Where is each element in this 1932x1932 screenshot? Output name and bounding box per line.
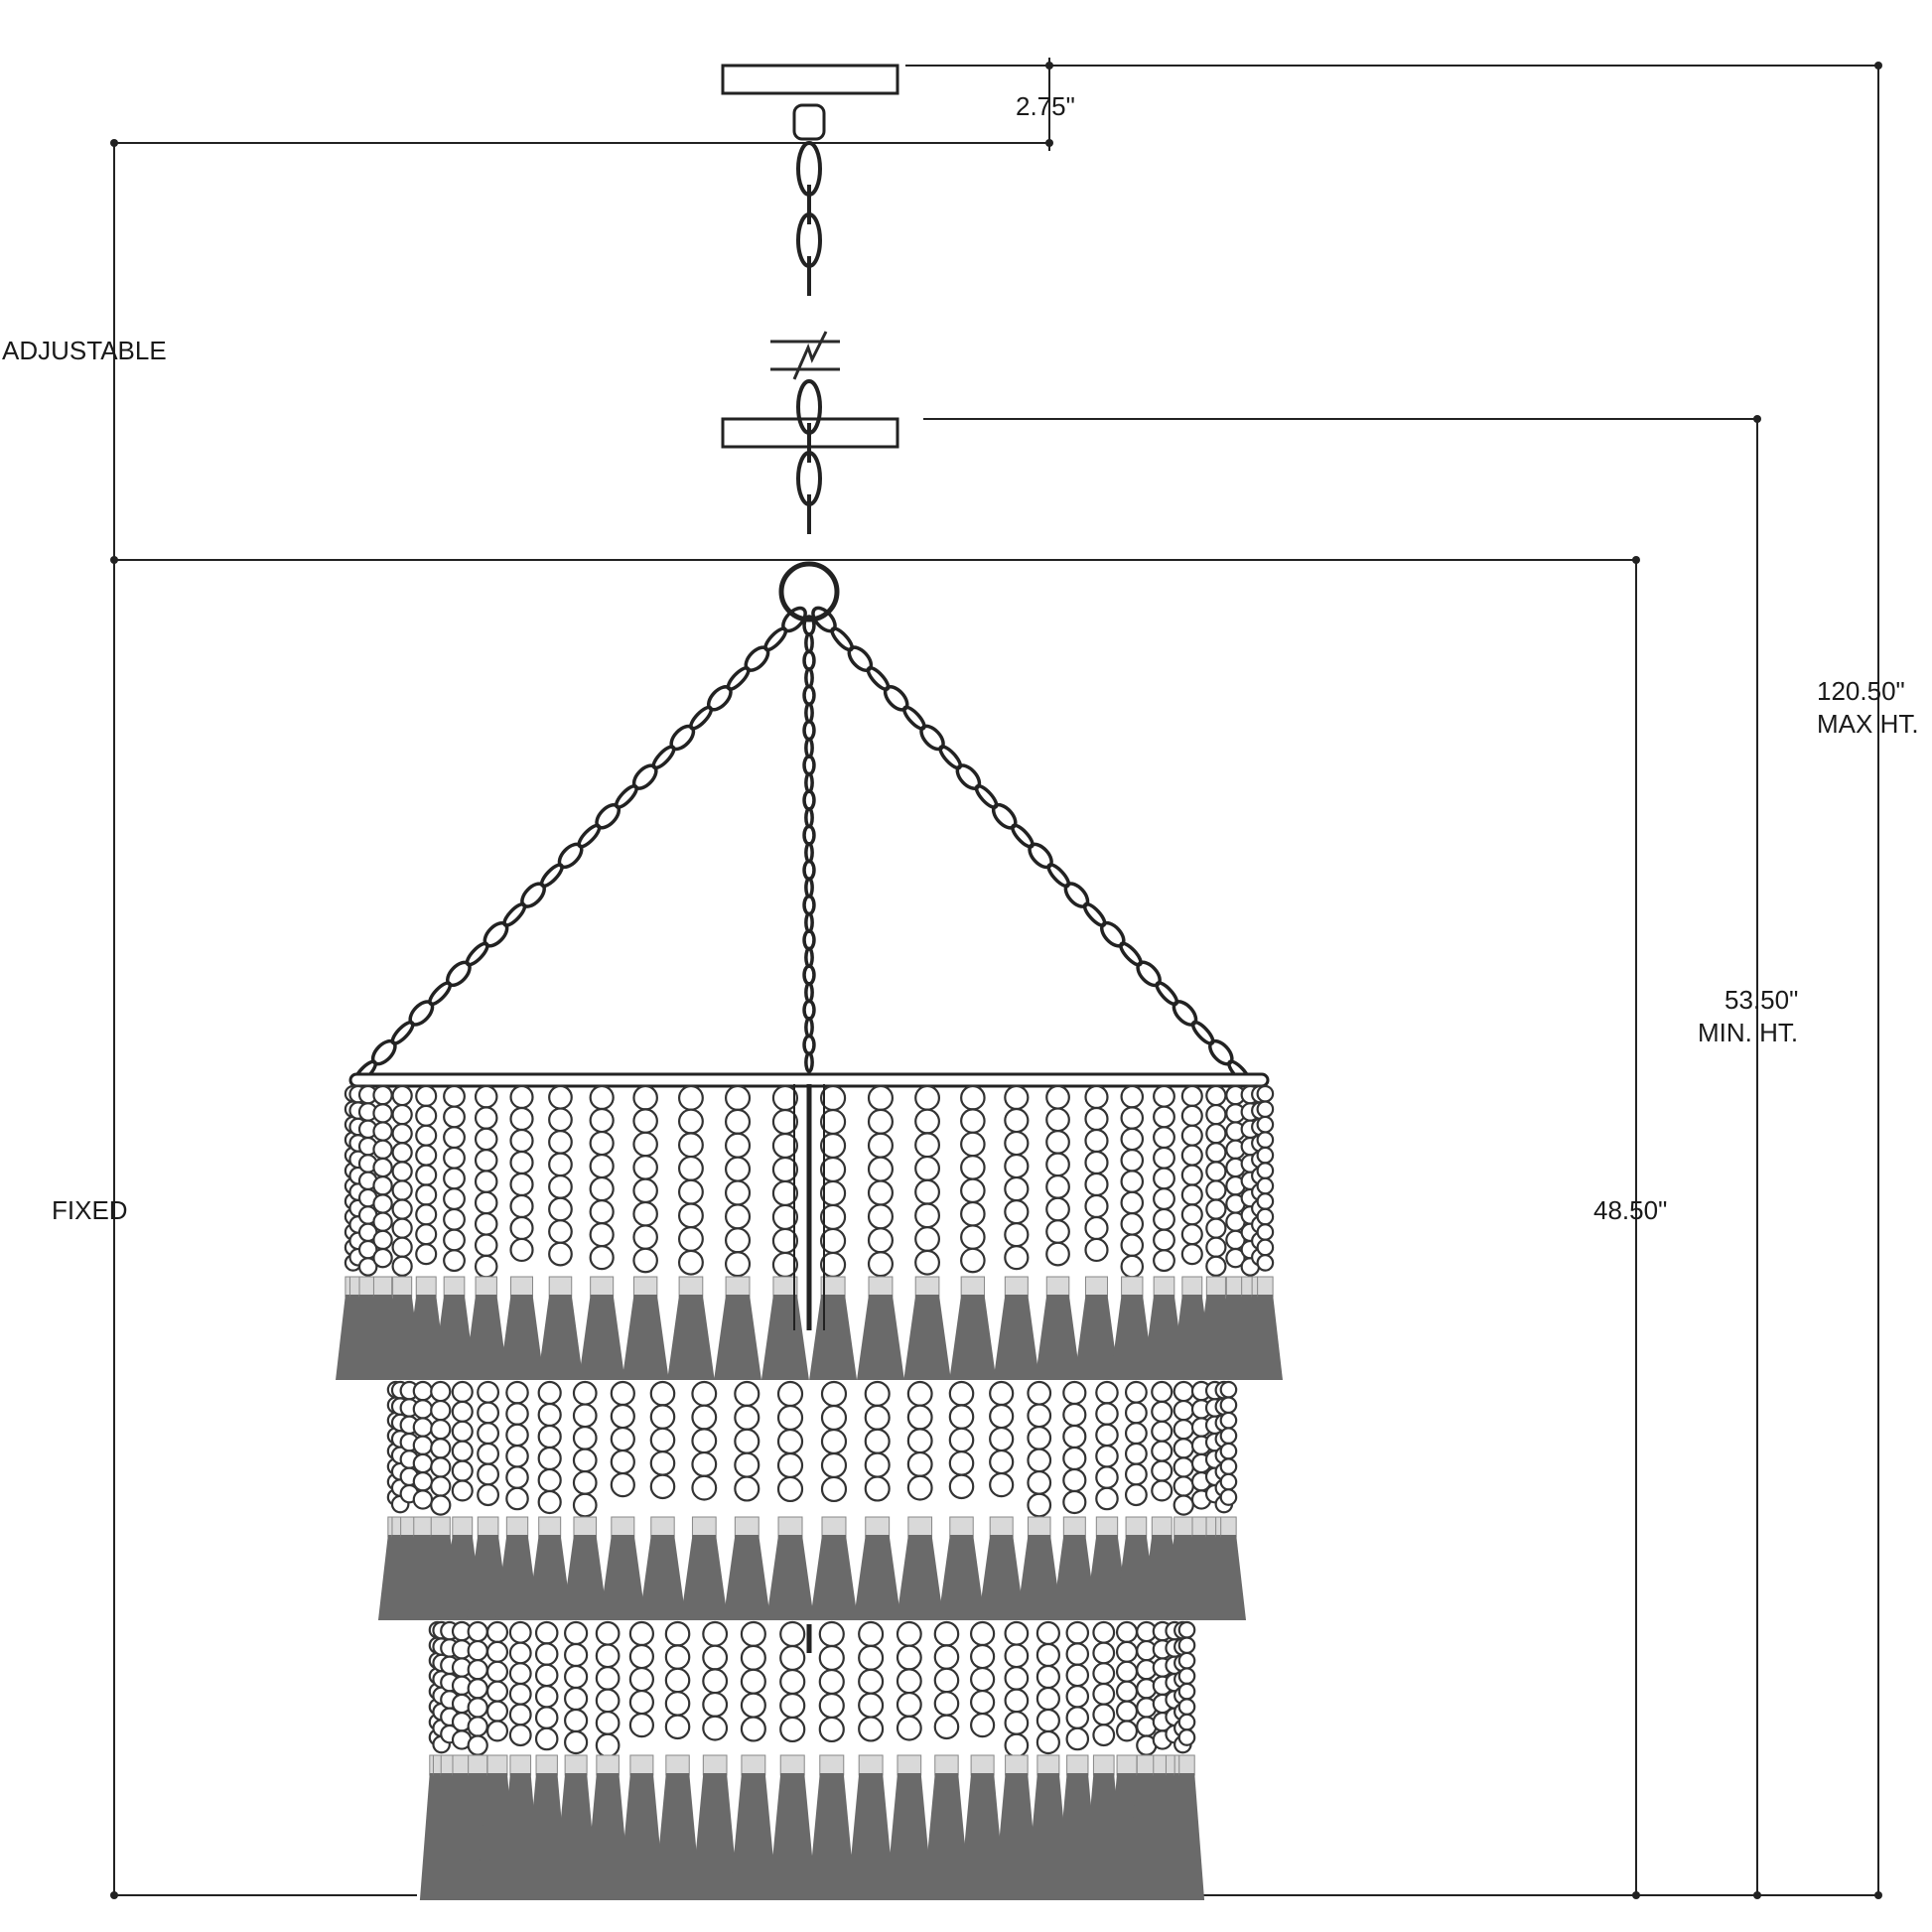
min-height-value: 53.50" — [1725, 985, 1798, 1015]
dimension-lines — [110, 58, 1882, 1899]
fixed-height-label: 48.50" — [1593, 1195, 1667, 1225]
canopy-height-label: 2.75" — [1016, 91, 1075, 121]
min-height-label: MIN. HT. — [1698, 1018, 1798, 1047]
hanging-chain — [796, 141, 822, 534]
ceiling-canopy — [721, 64, 899, 95]
canopy-loop — [792, 103, 826, 141]
chain-break-symbol — [770, 331, 840, 380]
fixed-label: FIXED — [52, 1195, 128, 1225]
beaded-tiers — [336, 1072, 1283, 1900]
adjustable-label: ADJUSTABLE — [2, 336, 167, 365]
max-height-value: 120.50" — [1817, 676, 1905, 706]
max-height-label: MAX HT. — [1817, 709, 1919, 739]
suspension-ring — [778, 561, 840, 622]
support-chains — [352, 606, 1251, 1085]
